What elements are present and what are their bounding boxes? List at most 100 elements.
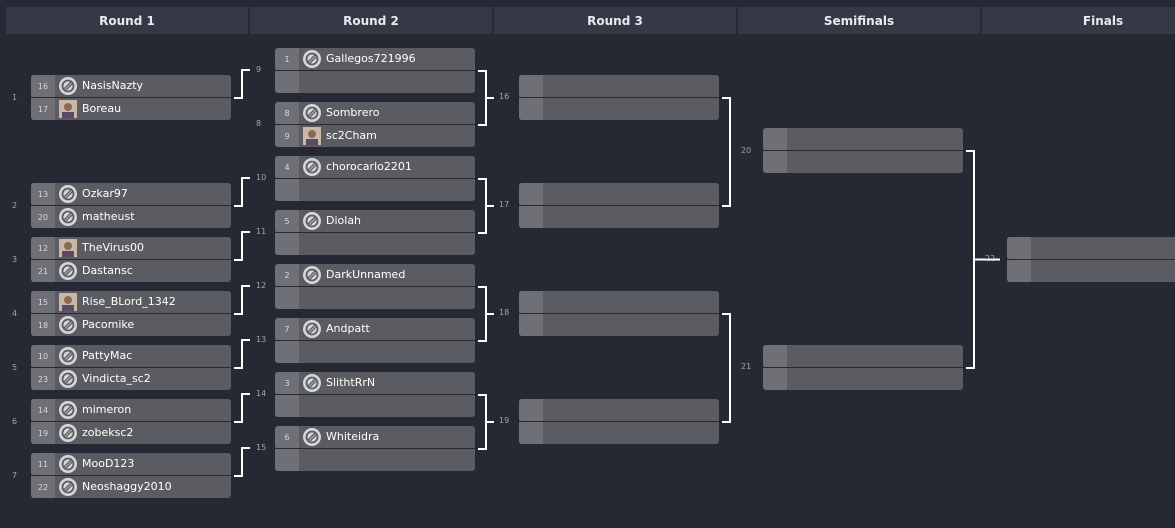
match-number: 14	[256, 389, 267, 398]
race-icon	[59, 77, 77, 95]
seed-number: 15	[31, 291, 55, 313]
race-icon	[303, 320, 321, 338]
race-icon	[59, 262, 77, 280]
seed-number: 9	[275, 125, 299, 147]
connector-line	[234, 177, 250, 207]
match-16[interactable]	[519, 75, 719, 121]
player-slot[interactable]	[763, 345, 963, 367]
match-20[interactable]	[763, 128, 963, 174]
player-slot[interactable]	[763, 368, 963, 390]
player-slot[interactable]	[1007, 237, 1175, 259]
player-name: Sombrero	[326, 106, 380, 119]
player-slot[interactable]	[763, 151, 963, 173]
match-18[interactable]	[519, 291, 719, 337]
player-slot[interactable]	[519, 183, 719, 205]
player-slot[interactable]	[275, 395, 475, 417]
match-number: 17	[499, 200, 510, 209]
player-slot[interactable]	[519, 206, 719, 228]
connector-line	[234, 339, 250, 369]
seed-number: 14	[31, 399, 55, 421]
match-17[interactable]	[519, 183, 719, 229]
match-number: 10	[256, 173, 267, 182]
match-22[interactable]	[1007, 237, 1175, 283]
connector-line	[478, 286, 487, 342]
player-slot[interactable]	[275, 179, 475, 201]
player-slot[interactable]	[519, 422, 719, 444]
connector-line	[234, 69, 250, 99]
seed-number	[275, 179, 299, 201]
player-name: Diolah	[326, 214, 362, 227]
seed-number	[275, 395, 299, 417]
race-icon	[59, 347, 77, 365]
match-number: 21	[741, 362, 752, 371]
match-number: 4	[12, 309, 18, 318]
match-19[interactable]	[519, 399, 719, 445]
player-slot[interactable]	[1007, 260, 1175, 282]
round-header-3: Round 3	[494, 7, 736, 34]
player-name: NasisNazty	[82, 79, 144, 92]
player-name: matheust	[82, 210, 135, 223]
player-slot[interactable]	[275, 287, 475, 309]
seed-number: 10	[31, 345, 55, 367]
player-slot[interactable]	[519, 314, 719, 336]
match-number: 13	[256, 335, 267, 344]
player-slot[interactable]	[275, 233, 475, 255]
player-slot[interactable]	[519, 98, 719, 120]
seed-number: 21	[31, 260, 55, 282]
player-slot[interactable]	[275, 449, 475, 471]
match-21[interactable]	[763, 345, 963, 391]
player-slot[interactable]	[763, 128, 963, 150]
player-slot[interactable]	[519, 399, 719, 421]
race-icon	[59, 478, 77, 496]
race-icon	[303, 266, 321, 284]
match-number: 22	[985, 253, 996, 263]
player-slot[interactable]	[275, 341, 475, 363]
player-slot[interactable]	[275, 71, 475, 93]
seed-number	[763, 345, 787, 367]
player-slot[interactable]	[519, 75, 719, 97]
race-icon	[303, 428, 321, 446]
seed-number: 6	[275, 426, 299, 448]
player-slot[interactable]	[519, 291, 719, 313]
